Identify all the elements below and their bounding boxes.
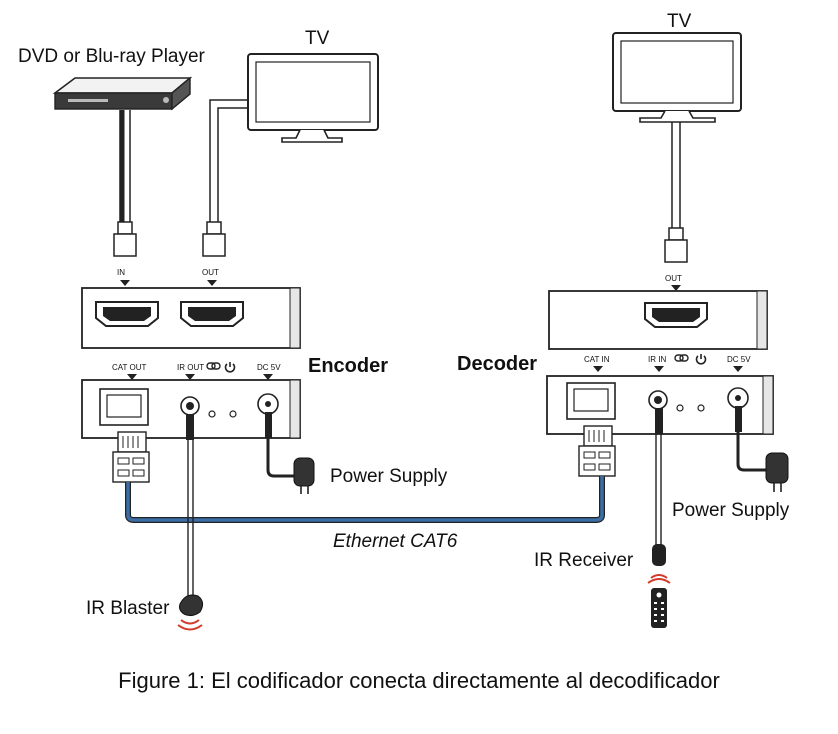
- ethernet-cable-label: Ethernet CAT6: [333, 531, 458, 552]
- rj45-plug-encoder: [112, 431, 150, 483]
- hdmi-port-in: [95, 301, 159, 327]
- ethernet-cable-fill: [126, 476, 604, 522]
- decoder-front-panel: [548, 290, 768, 350]
- power-supply-encoder-label: Power Supply: [330, 466, 448, 487]
- port-label-decoder-out: OUT: [665, 274, 682, 283]
- port-label-out: OUT: [202, 268, 219, 277]
- port-label-ir-in: IR IN: [648, 355, 666, 364]
- tv-left: [247, 53, 379, 143]
- power-supply-decoder-label: Power Supply: [672, 500, 790, 521]
- port-label-cat-out: CAT OUT: [112, 363, 146, 372]
- power-adapter-decoder: [765, 452, 789, 492]
- hdmi-cable-in: [119, 110, 131, 222]
- figure-caption: Figure 1: El codificador conecta directa…: [118, 668, 720, 693]
- rj45-plug-decoder: [578, 425, 616, 477]
- power-cable-decoder: [735, 406, 766, 472]
- encoder-back-panel: [81, 379, 301, 439]
- ir-receiver-cable: [655, 408, 663, 546]
- power-icon-decoder: [695, 354, 707, 365]
- port-label-dc-encoder: DC 5V: [257, 363, 281, 372]
- power-adapter-encoder: [293, 457, 315, 494]
- hdmi-plug-decoder: [664, 227, 688, 263]
- link-icon-decoder: [674, 354, 689, 362]
- port-label-ir-out: IR OUT: [177, 363, 204, 372]
- ir-receiver: [647, 544, 671, 584]
- tv-right-label: TV: [667, 11, 692, 32]
- power-cable-encoder: [265, 412, 294, 478]
- ir-blaster-cable: [186, 414, 194, 596]
- encoder-label: Encoder: [308, 355, 388, 377]
- hdmi-plug-out: [202, 221, 226, 257]
- decoder-label: Decoder: [457, 353, 537, 375]
- port-label-in: IN: [117, 268, 125, 277]
- dvd-player-label: DVD or Blu-ray Player: [18, 46, 206, 67]
- tv-left-label: TV: [305, 28, 330, 49]
- dvd-player: [52, 76, 193, 111]
- encoder-front-panel: [81, 287, 301, 349]
- ir-blaster: [177, 594, 204, 631]
- port-label-dc-decoder: DC 5V: [727, 355, 751, 364]
- hdmi-port-out: [180, 301, 244, 327]
- hdmi-plug-in: [113, 221, 137, 257]
- remote-control-icon: [651, 588, 667, 628]
- ir-receiver-label: IR Receiver: [534, 550, 634, 571]
- power-icon: [224, 362, 236, 373]
- ir-blaster-label: IR Blaster: [86, 598, 170, 619]
- link-icon: [206, 362, 221, 370]
- hdmi-port-decoder-out: [644, 302, 708, 328]
- hdmi-cable-decoder-out: [671, 122, 681, 228]
- hdmi-cable-out: [209, 99, 248, 222]
- port-label-cat-in: CAT IN: [584, 355, 610, 364]
- tv-right: [612, 32, 742, 123]
